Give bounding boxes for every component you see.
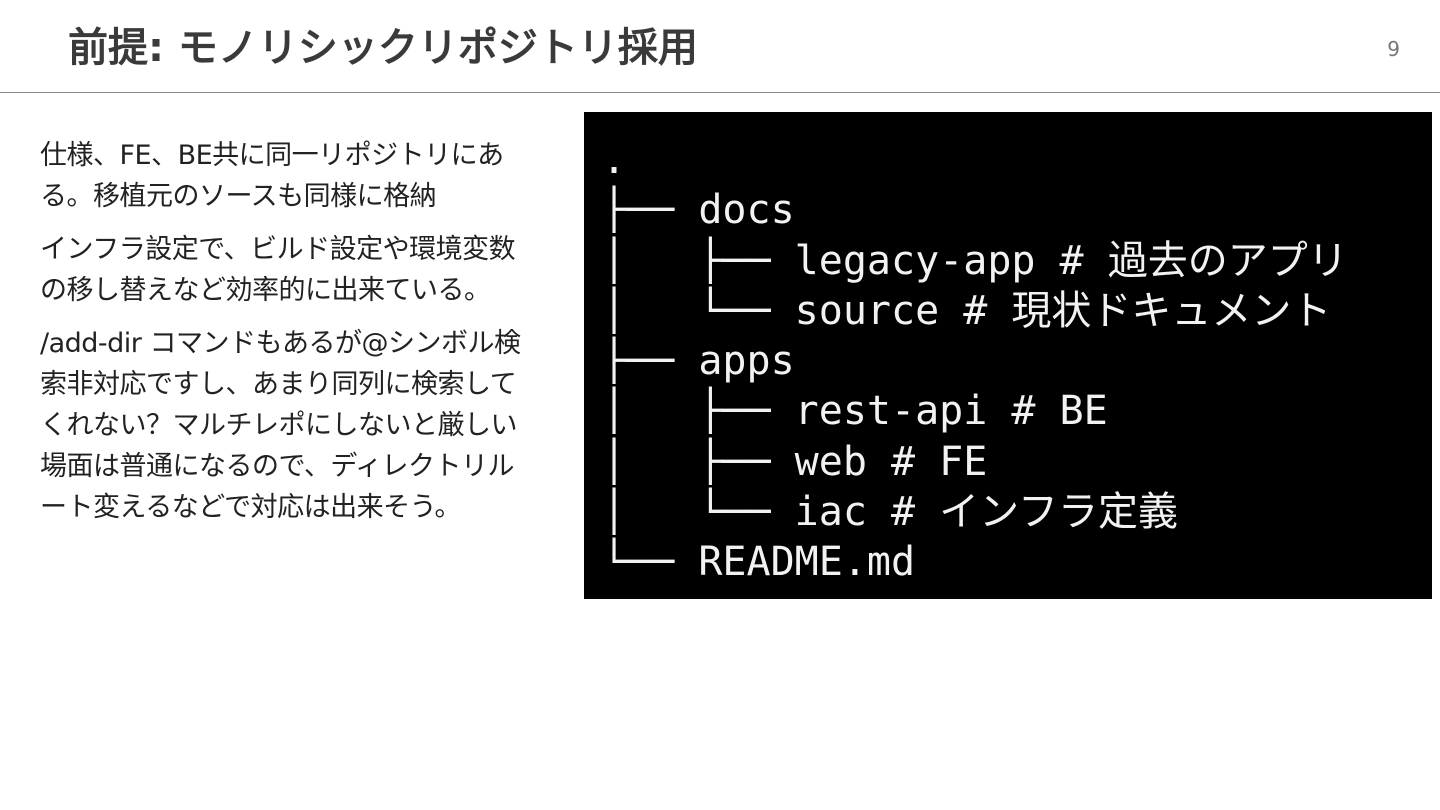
tree-line-legacy-app: │ ├── legacy-app # 過去のアプリ — [602, 237, 1348, 284]
slide-header: 前提: モノリシックリポジトリ採用 9 — [0, 0, 1440, 93]
body-text: 仕様、FE、BE共に同一リポジトリにある。移植元のソースも同様に格納 インフラ設… — [40, 135, 540, 540]
paragraph-monorepo: 仕様、FE、BE共に同一リポジトリにある。移植元のソースも同様に格納 — [40, 140, 504, 212]
tree-line-docs: ├── docs — [602, 187, 795, 234]
paragraph-infra: インフラ設定で、ビルド設定や環境変数の移し替えなど効率的に出来ている。 — [40, 234, 516, 306]
tree-line-apps: ├── apps — [602, 338, 795, 385]
tree-root: . — [602, 137, 627, 183]
tree-line-readme: └── README.md — [602, 539, 916, 586]
page-number: 9 — [1387, 37, 1400, 61]
directory-tree-terminal: . ├── docs │ ├── legacy-app # 過去のアプリ │ └… — [584, 112, 1432, 599]
tree-line-rest-api: │ ├── rest-api # BE — [602, 388, 1108, 435]
slide-title: 前提: モノリシックリポジトリ採用 — [68, 25, 698, 71]
tree-line-iac: │ └── iac # インフラ定義 — [602, 489, 1178, 536]
tree-line-source: │ └── source # 現状ドキュメント — [602, 287, 1332, 334]
paragraph-add-dir: /add-dir コマンドもあるが@シンボル検索非対応ですし、あまり同列に検索し… — [40, 328, 521, 523]
tree-line-web: │ ├── web # FE — [602, 438, 988, 485]
